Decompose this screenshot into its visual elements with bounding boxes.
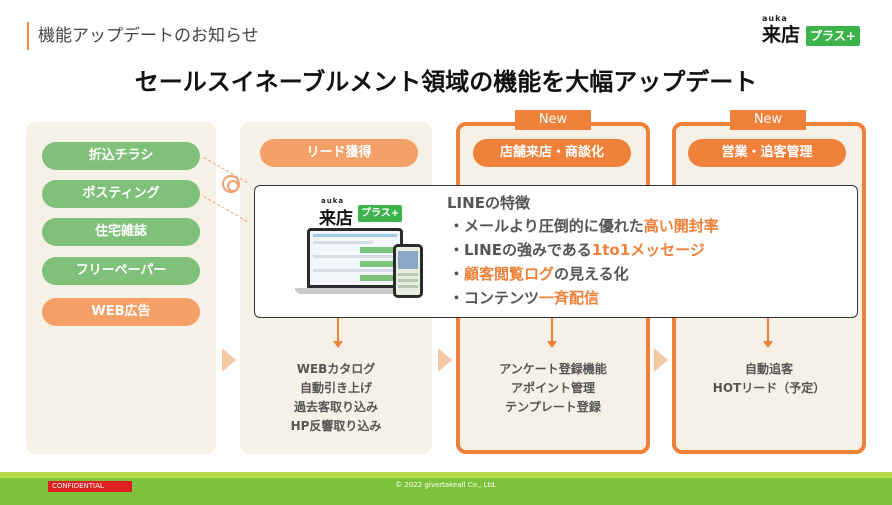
smartphone-device-icon xyxy=(393,244,423,298)
chevron-right-icon xyxy=(222,348,236,372)
pill-flyer: 折込チラシ xyxy=(42,142,200,170)
feature-item: アポイント管理 xyxy=(510,381,595,395)
feature-item: テンプレート登録 xyxy=(505,400,601,414)
pill-lead-acquisition: リード獲得 xyxy=(260,139,418,167)
callout-item-open-rate: ・メールより圧倒的に優れた高い開封率 xyxy=(449,217,719,235)
new-tag-sales-followup: New xyxy=(730,110,806,130)
arrow-down-icon xyxy=(333,318,343,348)
feature-item: WEBカタログ xyxy=(296,362,376,376)
callout-heading: LINEの特徴 xyxy=(447,194,530,212)
laptop-base xyxy=(295,288,415,294)
laptop-device-icon xyxy=(307,228,403,288)
footer-bar xyxy=(0,472,892,505)
slide-title: セールスイネーブルメント領域の機能を大幅アップデート xyxy=(134,68,758,96)
target-icon xyxy=(222,175,240,193)
pill-web-ads: WEB広告 xyxy=(42,298,200,326)
feature-item: HOTリード（予定） xyxy=(712,381,826,395)
feature-list-sales-followup: 自動追客 HOTリード（予定） xyxy=(672,360,866,398)
feature-item: 過去客取り込み xyxy=(293,400,378,414)
chevron-right-icon xyxy=(654,348,668,372)
callout-item-view-log: ・顧客閲覧ログの見える化 xyxy=(449,265,629,283)
arrow-down-icon xyxy=(547,318,557,348)
line-features-callout: auka 来店 プラス+ LINEの特徴 ・メールより圧倒的に優れた高い開封率 … xyxy=(254,185,858,318)
column-media xyxy=(26,122,216,454)
pill-store-visit: 店舗来店・商談化 xyxy=(473,139,631,167)
feature-item: 自動追客 xyxy=(744,362,793,376)
feature-item: HP反響取り込み xyxy=(290,419,382,433)
arrow-down-icon xyxy=(763,318,773,348)
callout-item-one-to-one: ・LINEの強みである1to1メッセージ xyxy=(449,241,705,259)
copyright-text: © 2022 givertakeall Co., Ltd. xyxy=(395,481,497,489)
feature-list-store-visit: アンケート登録機能 アポイント管理 テンプレート登録 xyxy=(456,360,650,417)
callout-logo-plus: プラス+ xyxy=(358,205,403,222)
feature-list-lead: WEBカタログ 自動引き上げ 過去客取り込み HP反響取り込み xyxy=(240,360,432,436)
new-tag-store-visit: New xyxy=(515,110,591,130)
pill-posting: ポスティング xyxy=(42,180,200,208)
callout-logo-auka: auka xyxy=(321,197,345,205)
confidential-label: CONFIDENTIAL xyxy=(48,481,132,492)
chevron-right-icon xyxy=(438,348,452,372)
callout-logo-main: 来店 xyxy=(319,209,353,229)
logo-auka-text: auka xyxy=(762,14,788,23)
brand-logo: auka 来店 プラス+ xyxy=(760,14,870,50)
pill-housing-magazine: 住宅雑誌 xyxy=(42,218,200,246)
logo-plus-badge: プラス+ xyxy=(806,26,860,46)
feature-item: アンケート登録機能 xyxy=(499,362,607,376)
callout-item-broadcast: ・コンテンツ一斉配信 xyxy=(449,289,600,307)
feature-item: 自動引き上げ xyxy=(299,381,372,395)
logo-main-text: 来店 xyxy=(762,24,801,46)
pill-sales-followup: 営業・追客管理 xyxy=(688,139,846,167)
page-header-title: 機能アップデートのお知らせ xyxy=(27,22,259,50)
pill-free-paper: フリーペーパー xyxy=(42,257,200,285)
